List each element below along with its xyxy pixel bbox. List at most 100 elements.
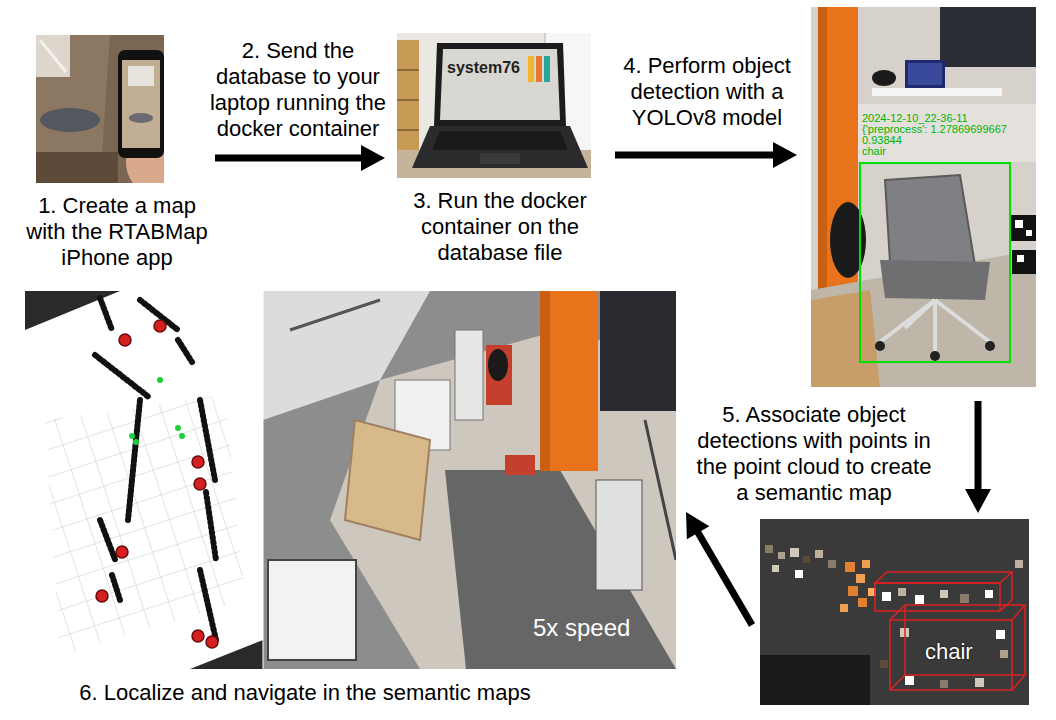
laptop-photo-part bbox=[397, 99, 419, 101]
arrow-head bbox=[773, 142, 797, 168]
navigation-map-part-part bbox=[95, 355, 150, 398]
phone-photo-part bbox=[128, 66, 154, 86]
flow-arrow bbox=[215, 145, 385, 171]
navigation-video-frame-part bbox=[486, 345, 512, 405]
navigation-video-frame-part bbox=[645, 420, 676, 560]
semantic-map-render-part bbox=[765, 545, 773, 553]
detection-photo-part bbox=[935, 300, 990, 342]
semantic-map-render-part bbox=[778, 552, 785, 559]
semantic-map-render-part bbox=[1015, 560, 1023, 568]
image-panel: 1. Create a map with the RTABMap iPhone … bbox=[19, 35, 215, 275]
navigation-map-part-part bbox=[194, 478, 206, 490]
phone-photo-part bbox=[40, 40, 66, 72]
image-panel: system76 3. Run the docker container on t… bbox=[395, 33, 605, 270]
phone-photo-part bbox=[122, 60, 160, 148]
navigation-map-part-part bbox=[192, 630, 204, 642]
text-holder: 3. Run the docker container on the datab… bbox=[395, 188, 605, 266]
navigation-map-part-part bbox=[128, 400, 140, 520]
laptop-photo-part bbox=[432, 131, 568, 150]
semantic-map-render-part bbox=[828, 560, 836, 568]
navigation-video-frame-part bbox=[445, 470, 676, 669]
text-holder: 1. Create a map with the RTABMap iPhone … bbox=[19, 193, 215, 271]
text-holder: 2024-12-10_22-36-11 bbox=[862, 113, 1034, 124]
flow-arrow bbox=[615, 142, 797, 168]
navigation-video-frame bbox=[263, 291, 676, 669]
detection-photo-part bbox=[930, 351, 940, 361]
video-speed-label: 5x speed bbox=[533, 614, 643, 642]
semantic-map-render-part bbox=[815, 550, 823, 558]
navigation-map-part-part bbox=[116, 546, 128, 558]
navigation-map-part bbox=[96, 320, 218, 648]
semantic-map-render-part bbox=[975, 678, 984, 687]
navigation-video-frame-part bbox=[268, 560, 356, 660]
laptop-photo-part bbox=[536, 56, 542, 82]
semantic-map-render-part bbox=[996, 630, 1005, 639]
navigation-map-part-part bbox=[192, 456, 204, 468]
semantic-map-render bbox=[760, 519, 1029, 705]
detection-photo-part bbox=[872, 88, 1002, 96]
navigation-video-frame-part bbox=[596, 480, 642, 590]
detection-photo-part bbox=[908, 63, 942, 85]
semantic-map-render-part bbox=[960, 594, 969, 603]
edge-label: 4. Perform object detection with a YOLOv… bbox=[607, 53, 807, 131]
navigation-video-frame-part bbox=[505, 455, 535, 475]
step-caption: 1. Create a map with the RTABMap iPhone … bbox=[19, 193, 215, 271]
phone-photo-part bbox=[129, 113, 153, 123]
semantic-map-render-part bbox=[1011, 572, 1013, 600]
screen-logo-text: system76 bbox=[447, 58, 527, 78]
detection-photo-part bbox=[985, 341, 995, 351]
laptop-photo-part bbox=[440, 49, 560, 120]
text-holder: 6. Localize and navigate in the semantic… bbox=[25, 680, 585, 706]
semantic-map-render-part bbox=[856, 574, 865, 583]
arrow-shaft bbox=[615, 152, 777, 159]
semantic-map-render-part bbox=[760, 519, 1029, 705]
navigation-video-frame-part bbox=[540, 291, 598, 471]
text-holder: 0.93844 bbox=[862, 135, 982, 146]
navigation-map-part-part bbox=[206, 636, 218, 648]
semantic-map-render-part bbox=[790, 548, 799, 557]
semantic-map-render-part bbox=[760, 655, 870, 705]
navigation-video-frame-part bbox=[488, 349, 508, 381]
text-holder: 5. Associate object detections with poin… bbox=[690, 402, 938, 506]
semantic-map-render-part bbox=[858, 598, 867, 607]
text-holder: 2. Send the database to your laptop runn… bbox=[198, 38, 398, 142]
text-holder: chair bbox=[925, 639, 995, 665]
semantic-map-render-part bbox=[940, 590, 948, 598]
detection-photo-part bbox=[1017, 255, 1024, 262]
navigation-video-frame-part bbox=[290, 300, 380, 330]
semantic-map-render-part bbox=[862, 560, 870, 568]
image-panel: 2024-12-10_22-36-11{'preprocess': 1.2786… bbox=[811, 7, 1036, 387]
semantic-map-render-part bbox=[890, 605, 905, 620]
arrow-head bbox=[361, 145, 385, 171]
navigation-map-part-part bbox=[100, 520, 116, 562]
detection-photo-part bbox=[1015, 220, 1023, 228]
detection-photo-part bbox=[940, 7, 1036, 67]
detection-photo-part bbox=[905, 300, 935, 328]
navigation-map-part bbox=[45, 395, 245, 655]
edge-label: 5. Associate object detections with poin… bbox=[690, 402, 938, 506]
semantic-map-render-part bbox=[845, 562, 855, 572]
arrow-head bbox=[686, 512, 709, 539]
navigation-map-part bbox=[25, 291, 263, 669]
detection-photo-part bbox=[858, 104, 1036, 162]
semantic-map-render-part bbox=[880, 660, 888, 668]
detection-photo-part bbox=[811, 7, 1036, 387]
detection-photo bbox=[811, 7, 1036, 387]
arrow-shaft bbox=[696, 529, 752, 625]
laptop-photo-part bbox=[480, 153, 520, 164]
semantic-map-render-part bbox=[875, 572, 1012, 583]
step-caption: 6. Localize and navigate in the semantic… bbox=[25, 680, 585, 706]
detection-overlay-text: chair bbox=[862, 146, 982, 157]
text-holder: 4. Perform object detection with a YOLOv… bbox=[607, 53, 807, 131]
edge-label: 2. Send the database to your laptop runn… bbox=[198, 38, 398, 142]
semantic-map-render-part bbox=[985, 590, 993, 598]
panel-divider bbox=[263, 291, 264, 669]
semantic-map-render-part bbox=[890, 675, 905, 690]
laptop-photo-part bbox=[544, 56, 550, 82]
detection-photo-part bbox=[1010, 215, 1036, 241]
navigation-video-frame-part bbox=[455, 330, 483, 420]
flow-arrow bbox=[686, 512, 752, 625]
detection-photo-part bbox=[875, 341, 885, 351]
navigation-map-part-part bbox=[133, 439, 139, 445]
